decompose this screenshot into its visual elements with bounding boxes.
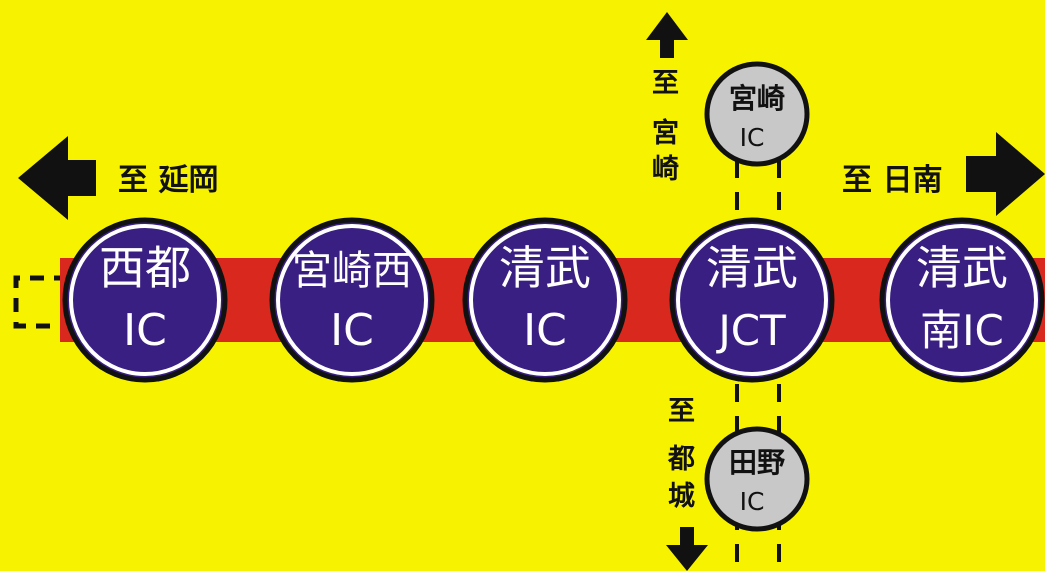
east-arrow-icon bbox=[966, 132, 1045, 216]
main-node-1-line2: IC bbox=[123, 305, 167, 356]
main-node-3-line2: IC bbox=[523, 305, 567, 356]
minor-node-tano-ic: 田野 IC bbox=[704, 426, 810, 532]
direction-north-3: 崎 bbox=[652, 154, 679, 185]
minor-node-north-line2: IC bbox=[740, 123, 765, 152]
minor-node-south-line2: IC bbox=[740, 487, 765, 516]
direction-west: 至 延岡 bbox=[118, 163, 218, 198]
west-arrow-icon bbox=[18, 136, 96, 220]
direction-north-2: 宮 bbox=[652, 117, 679, 149]
main-node-3-line1: 清武 bbox=[499, 241, 591, 295]
south-arrow-icon bbox=[666, 527, 708, 571]
main-node-saito-ic: 西都 IC bbox=[62, 217, 228, 383]
main-node-5-line2: 南IC bbox=[920, 306, 1004, 355]
main-node-1-line1: 西都 bbox=[99, 241, 191, 295]
main-node-kiyotake-jct: 清武 JCT bbox=[669, 217, 835, 383]
direction-east: 至 日南 bbox=[842, 163, 942, 198]
main-node-2-line2: IC bbox=[330, 305, 374, 356]
main-node-4-line2: JCT bbox=[715, 306, 786, 355]
minor-node-south-line1: 田野 bbox=[729, 446, 785, 479]
main-node-kiyotakeminami-ic: 清武 南IC bbox=[879, 217, 1045, 383]
main-node-5-line1: 清武 bbox=[916, 241, 1008, 295]
direction-south-2: 都 bbox=[667, 444, 695, 475]
main-node-kiyotake-ic: 清武 IC bbox=[462, 217, 628, 383]
direction-south-3: 城 bbox=[668, 481, 695, 512]
direction-north-1: 至 bbox=[652, 68, 679, 99]
north-arrow-icon bbox=[646, 12, 688, 58]
main-node-2-line1: 宮崎西 bbox=[292, 248, 412, 294]
dashed-road-stub-west bbox=[13, 275, 68, 329]
main-node-miyazakinishi-ic: 宮崎西 IC bbox=[269, 217, 435, 383]
direction-south-1: 至 bbox=[668, 396, 695, 427]
minor-node-north-line1: 宮崎 bbox=[729, 82, 785, 115]
minor-node-miyazaki-ic: 宮崎 IC bbox=[704, 61, 810, 167]
main-node-4-line1: 清武 bbox=[706, 241, 798, 295]
